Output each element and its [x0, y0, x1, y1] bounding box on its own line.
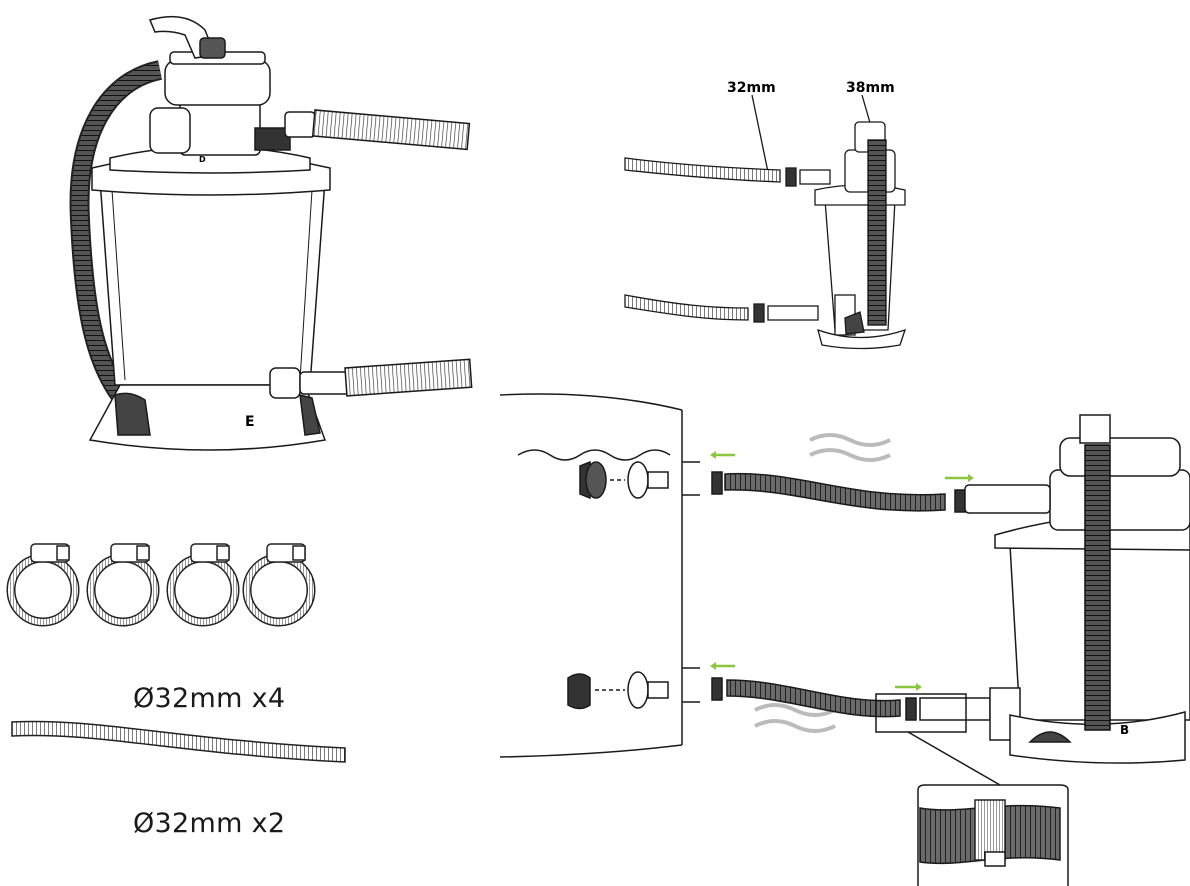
clamps-quantity: Ø32mm x4 — [133, 683, 286, 714]
hose-clamp-icon — [166, 543, 240, 627]
hose-clamps — [6, 543, 316, 627]
clamp-detail-inset — [917, 784, 1069, 886]
connection-hoses — [711, 471, 1001, 786]
flow-arrow-icon — [710, 451, 974, 691]
hose-clamp-icon — [6, 543, 80, 627]
hose-clamp-icon — [86, 543, 160, 627]
hose-quantity: Ø32mm x2 — [133, 808, 286, 839]
hose-clamp-icon — [242, 543, 316, 627]
sand-filter-main — [69, 15, 473, 451]
valve-mark: D — [199, 155, 206, 164]
pool-wall — [499, 393, 700, 758]
plug-icon — [567, 671, 669, 710]
loose-hose — [11, 720, 346, 763]
label-32mm: 32mm — [727, 80, 776, 96]
inlet-strainer-icon — [579, 460, 669, 500]
hose-size-diagram — [624, 94, 907, 350]
filter-mark-side: B — [1120, 723, 1129, 737]
water-flow-icon — [754, 433, 891, 733]
sand-filter-installed — [964, 414, 1190, 764]
label-38mm: 38mm — [846, 80, 895, 96]
filter-mark-main: E — [245, 414, 255, 430]
